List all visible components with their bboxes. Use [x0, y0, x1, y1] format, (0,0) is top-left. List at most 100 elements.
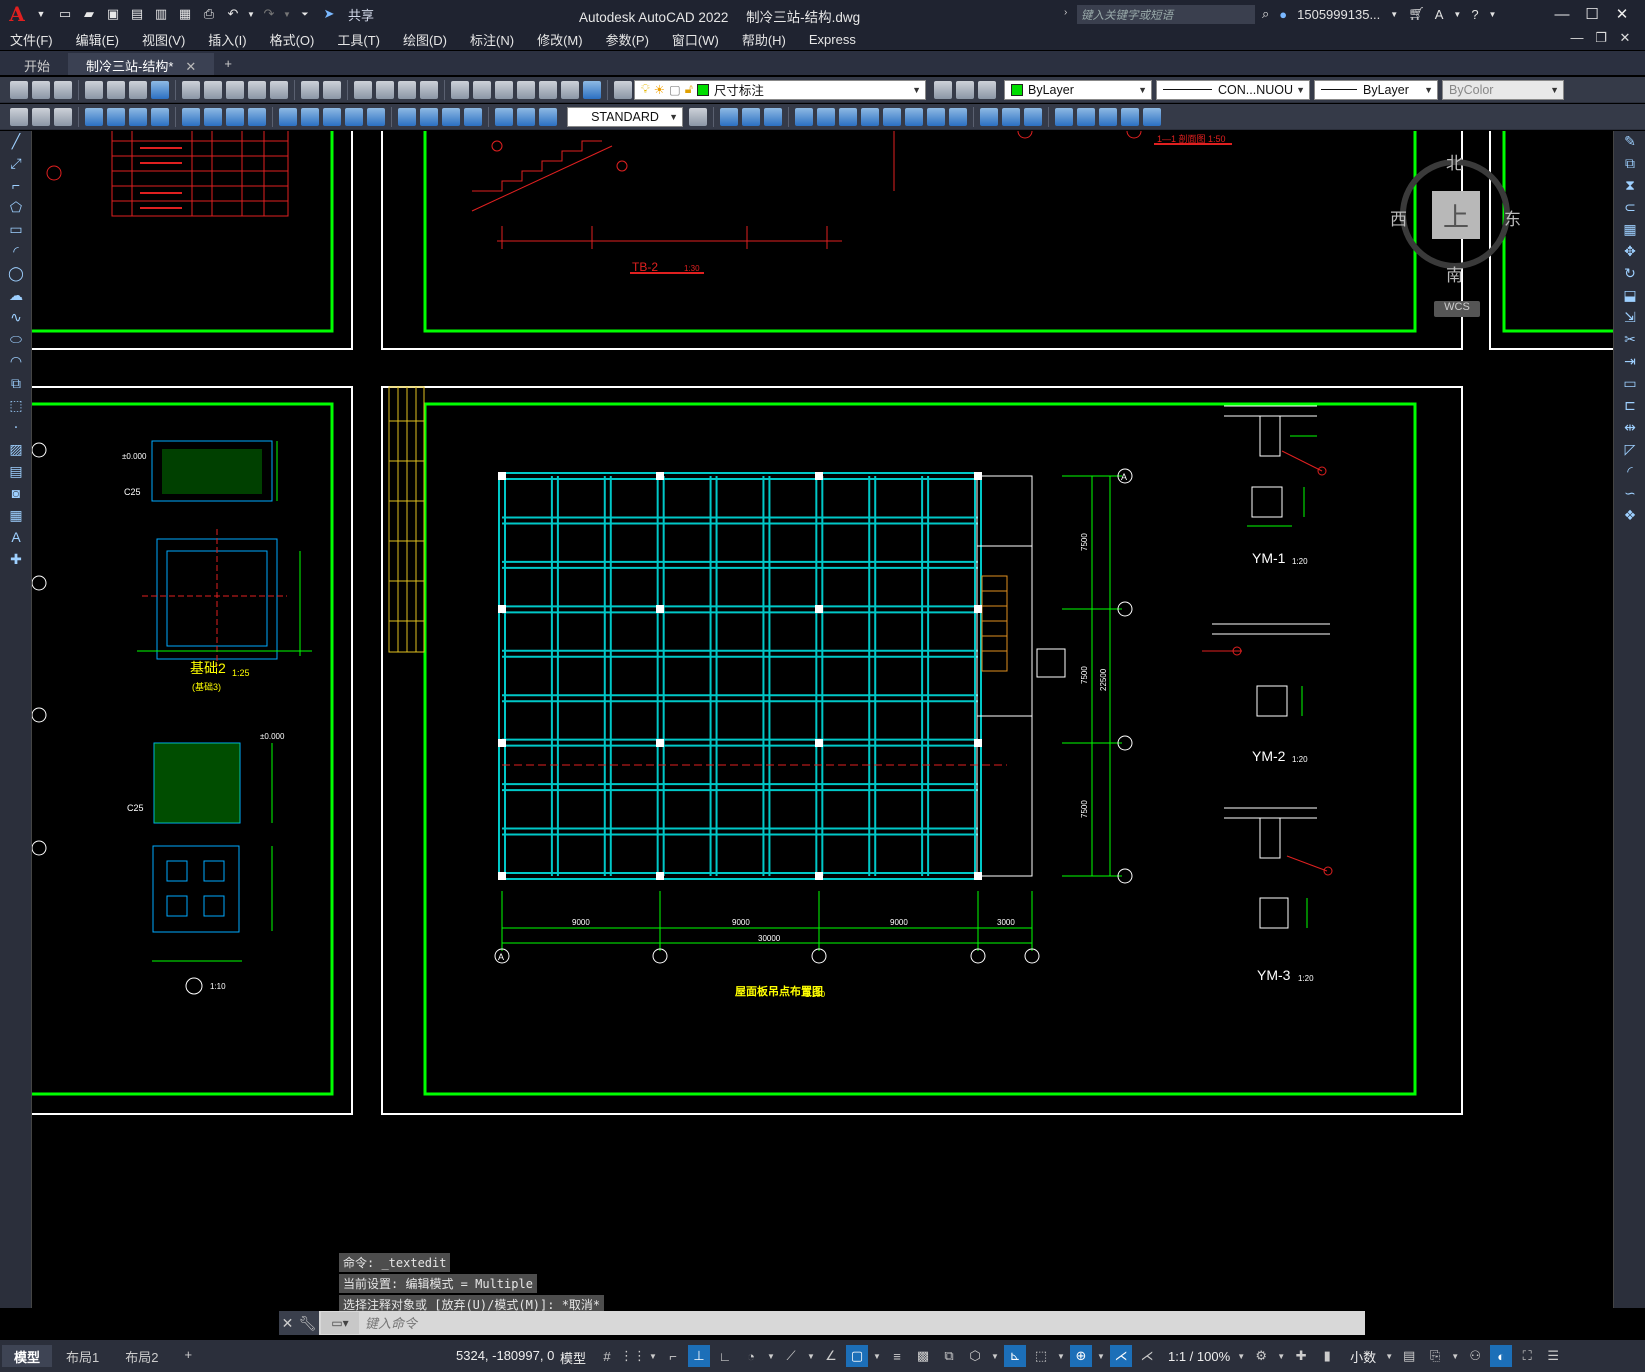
dynamic-ucs-icon[interactable]: ⊾: [1004, 1345, 1026, 1367]
linear-dim-icon[interactable]: [85, 107, 103, 126]
units-icon[interactable]: ▮: [1323, 1348, 1331, 1363]
tab-drawing[interactable]: 制冷三站-结构*✕: [68, 53, 215, 75]
layout-tab-model[interactable]: 模型: [2, 1345, 53, 1367]
arc-icon[interactable]: ◜: [13, 243, 19, 259]
visual-style-icon[interactable]: [980, 107, 998, 126]
snap-dropdown-icon[interactable]: ▼: [649, 1351, 657, 1361]
customize-qat-icon[interactable]: ⏷: [301, 8, 309, 19]
modeling-box-icon[interactable]: [720, 107, 738, 126]
selection-cycling-icon[interactable]: ⧉: [944, 1348, 954, 1363]
recent-commands-icon[interactable]: ▭▾: [321, 1312, 359, 1334]
auto-scale-icon[interactable]: ⋌: [1140, 1348, 1154, 1363]
zoom-realtime-icon[interactable]: [376, 80, 394, 99]
help-dropdown-icon[interactable]: ▼: [1488, 9, 1497, 19]
break-icon[interactable]: ⊏: [1624, 397, 1636, 413]
minimize-icon[interactable]: —: [1554, 5, 1570, 23]
polygon-icon[interactable]: ⬠: [9, 199, 23, 215]
layer-previous-icon[interactable]: [956, 80, 974, 99]
hatch-back-icon[interactable]: [54, 107, 72, 126]
cart-icon[interactable]: 🛒︎: [1408, 6, 1425, 21]
units-dropdown-icon[interactable]: ▼: [1385, 1351, 1394, 1361]
save-icon[interactable]: ▣: [106, 6, 120, 21]
grip[interactable]: [815, 739, 823, 747]
new-tab-button[interactable]: +: [224, 56, 232, 71]
help-toolbar-icon[interactable]: [583, 80, 601, 99]
help-icon[interactable]: ?: [1471, 6, 1479, 22]
solid-intersect-icon[interactable]: [839, 107, 857, 126]
quick-dim-icon[interactable]: [279, 107, 297, 126]
grip[interactable]: [974, 472, 982, 480]
autodesk-app-icon[interactable]: A: [1434, 6, 1444, 22]
grip[interactable]: [656, 739, 664, 747]
menu-draw[interactable]: 绘图(D): [402, 32, 448, 48]
3d-osnap-icon[interactable]: ⬡: [969, 1348, 981, 1363]
new-icon[interactable]: [10, 80, 28, 99]
dim-space-icon[interactable]: [345, 107, 363, 126]
stretch-icon[interactable]: ⇲: [1624, 309, 1636, 325]
make-block-icon[interactable]: ⬚: [9, 397, 23, 413]
compass-south[interactable]: 南: [1446, 266, 1463, 285]
break-point-icon[interactable]: ▭: [1623, 375, 1637, 391]
new-file-icon[interactable]: ▭: [58, 6, 72, 21]
doc-minimize-icon[interactable]: —: [1570, 30, 1584, 45]
center-mark-icon[interactable]: [420, 107, 438, 126]
doc-restore-icon[interactable]: ❐: [1595, 30, 1607, 45]
polar-dropdown-icon[interactable]: ▼: [767, 1351, 775, 1361]
clean-screen-icon[interactable]: ⛶: [1522, 1348, 1532, 1363]
fillet-icon[interactable]: ◜: [1627, 463, 1633, 479]
mtext-icon[interactable]: A: [11, 529, 21, 545]
design-center-icon[interactable]: [473, 80, 491, 99]
publish-icon[interactable]: ▥: [154, 6, 168, 21]
menu-file[interactable]: 文件(F): [10, 32, 53, 48]
snap-icon[interactable]: ⋮⋮: [620, 1348, 646, 1363]
offset-icon[interactable]: ⊂: [1624, 199, 1636, 215]
workspace-dropdown-icon[interactable]: ▼: [1277, 1351, 1286, 1361]
solid-subtract-icon[interactable]: [817, 107, 835, 126]
open-file-icon[interactable]: ▰: [84, 6, 94, 21]
dim-break-icon[interactable]: [367, 107, 385, 126]
color-dropdown[interactable]: ByLayer ▼: [1004, 79, 1152, 100]
rectangle-icon[interactable]: ▭: [9, 221, 23, 237]
jogged-linear-icon[interactable]: [464, 107, 482, 126]
drawing-canvas[interactable]: TB-2 1:30 1—1 剖面图 1:50: [32, 131, 1613, 1308]
zoom-previous-icon[interactable]: [420, 80, 438, 99]
text-front-icon[interactable]: [32, 107, 50, 126]
add-selected-icon[interactable]: ✚: [10, 551, 22, 567]
ucs-world-icon[interactable]: [1077, 107, 1095, 126]
match-properties-icon[interactable]: [248, 80, 266, 99]
trim-icon[interactable]: ✂: [1624, 331, 1636, 347]
object-snap-icon[interactable]: ▢: [846, 1345, 868, 1367]
make-current-layer-icon[interactable]: [934, 80, 952, 99]
infer-constraints-icon[interactable]: ⌐: [669, 1348, 677, 1364]
pan-icon[interactable]: [354, 80, 372, 99]
plotstyle-dropdown[interactable]: ByColor ▼: [1442, 79, 1564, 100]
lock-ui-icon[interactable]: ⎘: [1429, 1348, 1441, 1363]
plot-toolbar-icon[interactable]: [85, 80, 103, 99]
search-input[interactable]: 键入关键字或短语: [1077, 5, 1255, 24]
block-editor-icon[interactable]: [270, 80, 288, 99]
dim-update-icon[interactable]: [539, 107, 557, 126]
menu-format[interactable]: 格式(O): [269, 32, 315, 48]
dim-style-dropdown[interactable]: STANDARD ▼: [567, 106, 683, 127]
print-icon[interactable]: ⎙: [203, 6, 215, 21]
doc-close-icon[interactable]: ✕: [1619, 30, 1631, 45]
blend-icon[interactable]: ∽: [1624, 485, 1636, 501]
grip[interactable]: [815, 605, 823, 613]
grip[interactable]: [656, 472, 664, 480]
realistic-icon[interactable]: [1024, 107, 1042, 126]
erase-icon[interactable]: ✎: [1624, 133, 1636, 149]
zoom-window-icon[interactable]: [398, 80, 416, 99]
annotation-visibility-icon[interactable]: ⋌: [1110, 1345, 1132, 1367]
search-expand-icon[interactable]: ›: [1064, 7, 1068, 18]
sweep-icon[interactable]: [905, 107, 923, 126]
line-icon[interactable]: ╱: [11, 133, 21, 149]
compass-north[interactable]: 北: [1446, 154, 1463, 173]
layer-on-icon[interactable]: 💡︎: [641, 82, 650, 96]
baseline-dim-icon[interactable]: [301, 107, 319, 126]
draw-order-icon[interactable]: [10, 107, 28, 126]
join-icon[interactable]: ⇹: [1624, 419, 1636, 435]
undo-toolbar-icon[interactable]: [301, 80, 319, 99]
maximize-icon[interactable]: ☐: [1585, 6, 1599, 23]
ucs-object-icon[interactable]: [1099, 107, 1117, 126]
viewcube-top-face[interactable]: 上: [1432, 191, 1480, 239]
